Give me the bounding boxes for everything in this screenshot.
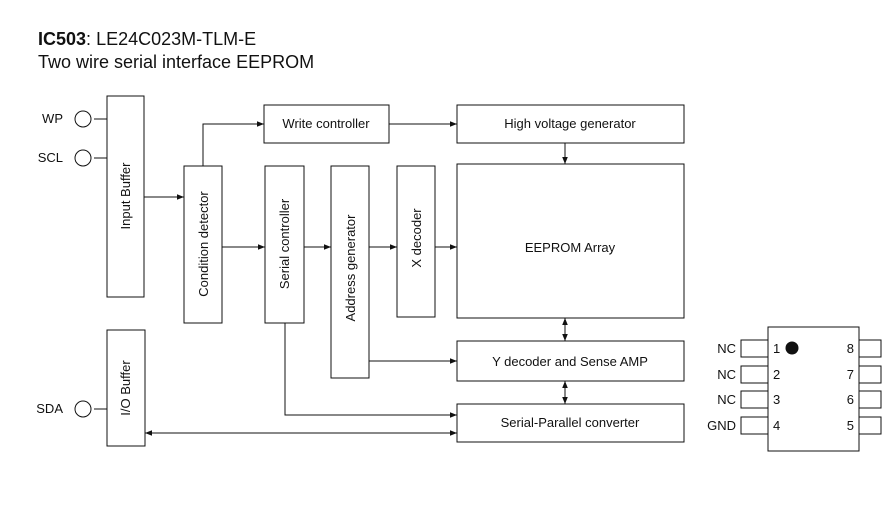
pin-number-1: 1	[773, 341, 780, 356]
io-buffer-label: I/O Buffer	[118, 360, 133, 416]
pin-3	[740, 390, 769, 409]
high-voltage-generator-label: High voltage generator	[504, 116, 636, 131]
input-buffer-block	[106, 95, 145, 298]
pin-number-2: 2	[773, 367, 780, 382]
pin-label-4: GND	[707, 418, 736, 433]
pin-number-8: 8	[847, 341, 854, 356]
pin-number-6: 6	[847, 392, 854, 407]
input-buffer-label: Input Buffer	[118, 162, 133, 230]
connection-lines	[94, 118, 568, 436]
pin-5	[858, 416, 882, 435]
arrow-serial-to-converter	[284, 323, 457, 418]
part-id: IC503	[38, 29, 87, 49]
arrow-condition-to-write	[202, 121, 264, 166]
io-buffer-block	[106, 329, 146, 447]
pin-label-1: NC	[717, 341, 736, 356]
serial-parallel-converter-block	[456, 403, 685, 443]
write-controller-label: Write controller	[282, 116, 370, 131]
eeprom-array-block	[456, 163, 685, 319]
wp-pin-circle	[74, 110, 92, 128]
pin-1	[740, 339, 769, 358]
address-generator-label: Address generator	[343, 214, 358, 322]
pin-label-2: NC	[717, 367, 736, 382]
wp-label: WP	[42, 111, 63, 126]
y-decoder-label: Y decoder and Sense AMP	[492, 354, 648, 369]
pin-number-5: 5	[847, 418, 854, 433]
sda-pin-circle	[74, 400, 92, 418]
part-separator: :	[86, 29, 92, 49]
serial-controller-label: Serial controller	[277, 198, 292, 289]
y-decoder-block	[456, 340, 685, 382]
part-number: LE24C023M-TLM-E	[96, 29, 257, 49]
pin-2	[740, 365, 769, 384]
sda-label: SDA	[36, 401, 63, 416]
condition-detector-block	[183, 165, 223, 324]
pin-number-4: 4	[773, 418, 780, 433]
package-body	[767, 326, 860, 452]
pin-number-7: 7	[847, 367, 854, 382]
pin-6	[858, 390, 882, 409]
pin-7	[858, 365, 882, 384]
x-decoder-block	[396, 165, 436, 318]
condition-detector-label: Condition detector	[196, 191, 211, 297]
write-controller-block	[263, 104, 390, 144]
address-generator-block	[330, 165, 370, 379]
eeprom-array-label: EEPROM Array	[525, 240, 616, 255]
scl-label: SCL	[38, 150, 63, 165]
serial-parallel-converter-label: Serial-Parallel converter	[501, 415, 640, 430]
pin-label-3: NC	[717, 392, 736, 407]
serial-controller-block	[264, 165, 305, 324]
pin-4	[740, 416, 769, 435]
pin-number-3: 3	[773, 392, 780, 407]
pin1-dot	[785, 341, 799, 355]
x-decoder-label: X decoder	[409, 208, 424, 268]
high-voltage-generator-block	[456, 104, 685, 144]
diagram-title: IC503: LE24C023M-TLM-E	[38, 28, 256, 50]
ic-package: NC NC NC GND 1 2 3 4 8 7 6 5	[707, 326, 882, 452]
diagram-subtitle: Two wire serial interface EEPROM	[38, 52, 315, 72]
scl-pin-circle	[74, 149, 92, 167]
pin-8	[858, 339, 882, 358]
